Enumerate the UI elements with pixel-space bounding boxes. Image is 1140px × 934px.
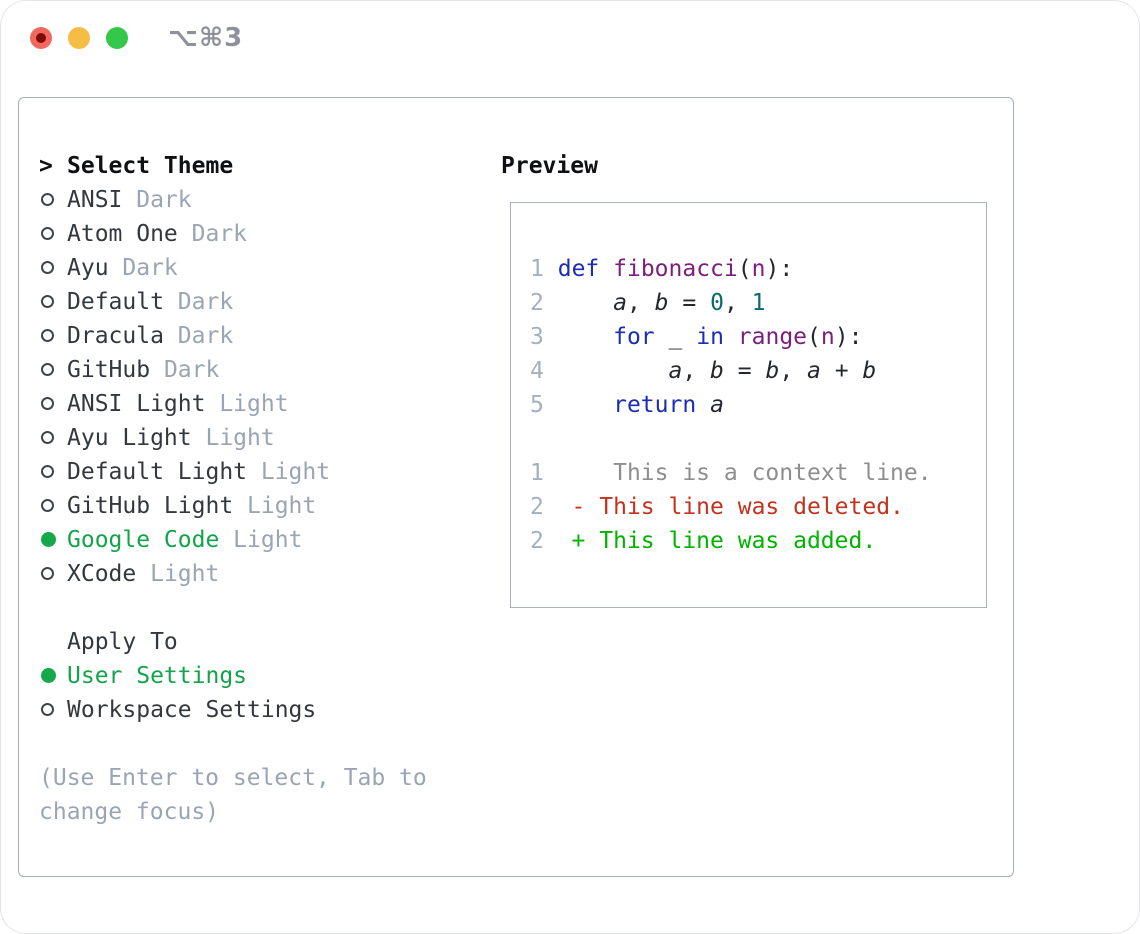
option-variant-label: Light [233, 493, 317, 519]
theme-option-ayu-dark[interactable]: Ayu Dark [39, 251, 479, 285]
apply-to-title: Apply To [67, 629, 178, 655]
apply-to-indent [39, 625, 67, 659]
option-label: GitHub Light [67, 493, 234, 519]
theme-option-default-dark[interactable]: Default Dark [39, 285, 479, 319]
spacer [39, 591, 479, 625]
preview-line-diff-context: 1 This is a context line. [530, 460, 932, 486]
line-number: 2 [530, 290, 544, 316]
radio-unselected-icon [39, 387, 67, 421]
option-variant-label: Dark [108, 255, 178, 281]
preview-line-code: 3 for _ in range(n): [530, 324, 863, 350]
option-label: Default [67, 289, 164, 315]
select-theme-header: > Select Theme [39, 149, 479, 183]
preview-line-code: 4 a, b = b, a + b [530, 358, 877, 384]
option-label: GitHub [67, 357, 151, 383]
option-variant-label: Dark [163, 323, 234, 349]
radio-unselected-icon [39, 285, 67, 319]
option-variant-label: Light [205, 391, 289, 417]
preview-title: Preview [501, 153, 598, 179]
theme-option-github-light-light[interactable]: GitHub Light Light [39, 489, 479, 523]
option-variant-label: Light [191, 425, 275, 451]
radio-unselected-icon [39, 693, 67, 727]
preview-line-code: 5 return a [530, 392, 724, 418]
theme-option-xcode-light[interactable]: XCode Light [39, 557, 479, 591]
option-variant-label: Light [219, 527, 303, 553]
preview-line-diff-added: 2 + This line was added. [530, 528, 877, 554]
option-label: Ayu Light [67, 425, 192, 451]
theme-option-ansi-dark[interactable]: ANSI Dark [39, 183, 479, 217]
radio-unselected-icon [39, 421, 67, 455]
option-label: Default Light [67, 459, 248, 485]
option-label: Ayu [67, 255, 109, 281]
option-variant-label: Light [247, 459, 331, 485]
option-label: ANSI Light [67, 391, 206, 417]
option-label: ANSI [67, 187, 123, 213]
option-label: XCode [67, 561, 137, 587]
option-label: Atom One [67, 221, 178, 247]
apply-option-user-settings[interactable]: User Settings [39, 659, 479, 693]
option-label: Workspace Settings [67, 697, 317, 723]
option-variant-label: Dark [163, 289, 234, 315]
radio-unselected-icon [39, 319, 67, 353]
apply-option-workspace-settings[interactable]: Workspace Settings [39, 693, 479, 727]
option-label: User Settings [67, 663, 248, 689]
line-number: 2 [530, 494, 544, 520]
option-label: Google Code [67, 527, 220, 553]
radio-unselected-icon [39, 489, 67, 523]
line-number: 2 [530, 528, 544, 554]
radio-unselected-icon [39, 217, 67, 251]
preview-line-code: 1 def fibonacci(n): [530, 256, 794, 282]
preview-line-diff-deleted: 2 - This line was deleted. [530, 494, 904, 520]
line-number: 1 [530, 256, 544, 282]
option-variant-label: Dark [177, 221, 248, 247]
theme-option-default-light-light[interactable]: Default Light Light [39, 455, 479, 489]
preview-line-code: 2 a, b = 0, 1 [530, 290, 766, 316]
line-number: 1 [530, 460, 544, 486]
theme-option-dracula-dark[interactable]: Dracula Dark [39, 319, 479, 353]
radio-unselected-icon [39, 557, 67, 591]
option-label: Dracula [67, 323, 164, 349]
line-number: 3 [530, 324, 544, 350]
theme-option-atom-one-dark[interactable]: Atom One Dark [39, 217, 479, 251]
line-number: 4 [530, 358, 544, 384]
line-number: 5 [530, 392, 544, 418]
select-theme-title: Select Theme [67, 153, 234, 179]
radio-selected-icon [39, 523, 67, 557]
option-variant-label: Dark [122, 187, 192, 213]
zoom-button[interactable] [106, 27, 128, 49]
apply-to-header: Apply To [39, 625, 479, 659]
close-dot-icon [36, 33, 46, 43]
option-variant-label: Dark [150, 357, 220, 383]
option-variant-label: Light [136, 561, 220, 587]
titlebar: ⌥⌘3 [0, 0, 1140, 72]
minimize-button[interactable] [68, 27, 90, 49]
preview-pane: 1 def fibonacci(n): 2 a, b = 0, 1 3 for _ … [510, 202, 987, 608]
radio-unselected-icon [39, 455, 67, 489]
radio-unselected-icon [39, 353, 67, 387]
close-button[interactable] [30, 27, 52, 49]
focus-caret-icon: > [39, 153, 53, 179]
theme-option-google-code-light[interactable]: Google Code Light [39, 523, 479, 557]
theme-option-ayu-light-light[interactable]: Ayu Light Light [39, 421, 479, 455]
radio-unselected-icon [39, 251, 67, 285]
help-text: (Use Enter to select, Tab to change focu… [39, 765, 427, 825]
spacer [39, 727, 479, 761]
preview-line-blank [530, 422, 986, 456]
theme-option-github-dark[interactable]: GitHub Dark [39, 353, 479, 387]
radio-selected-icon [39, 659, 67, 693]
theme-option-ansi-light-light[interactable]: ANSI Light Light [39, 387, 479, 421]
window-title-shortcut: ⌥⌘3 [168, 23, 244, 53]
radio-unselected-icon [39, 183, 67, 217]
